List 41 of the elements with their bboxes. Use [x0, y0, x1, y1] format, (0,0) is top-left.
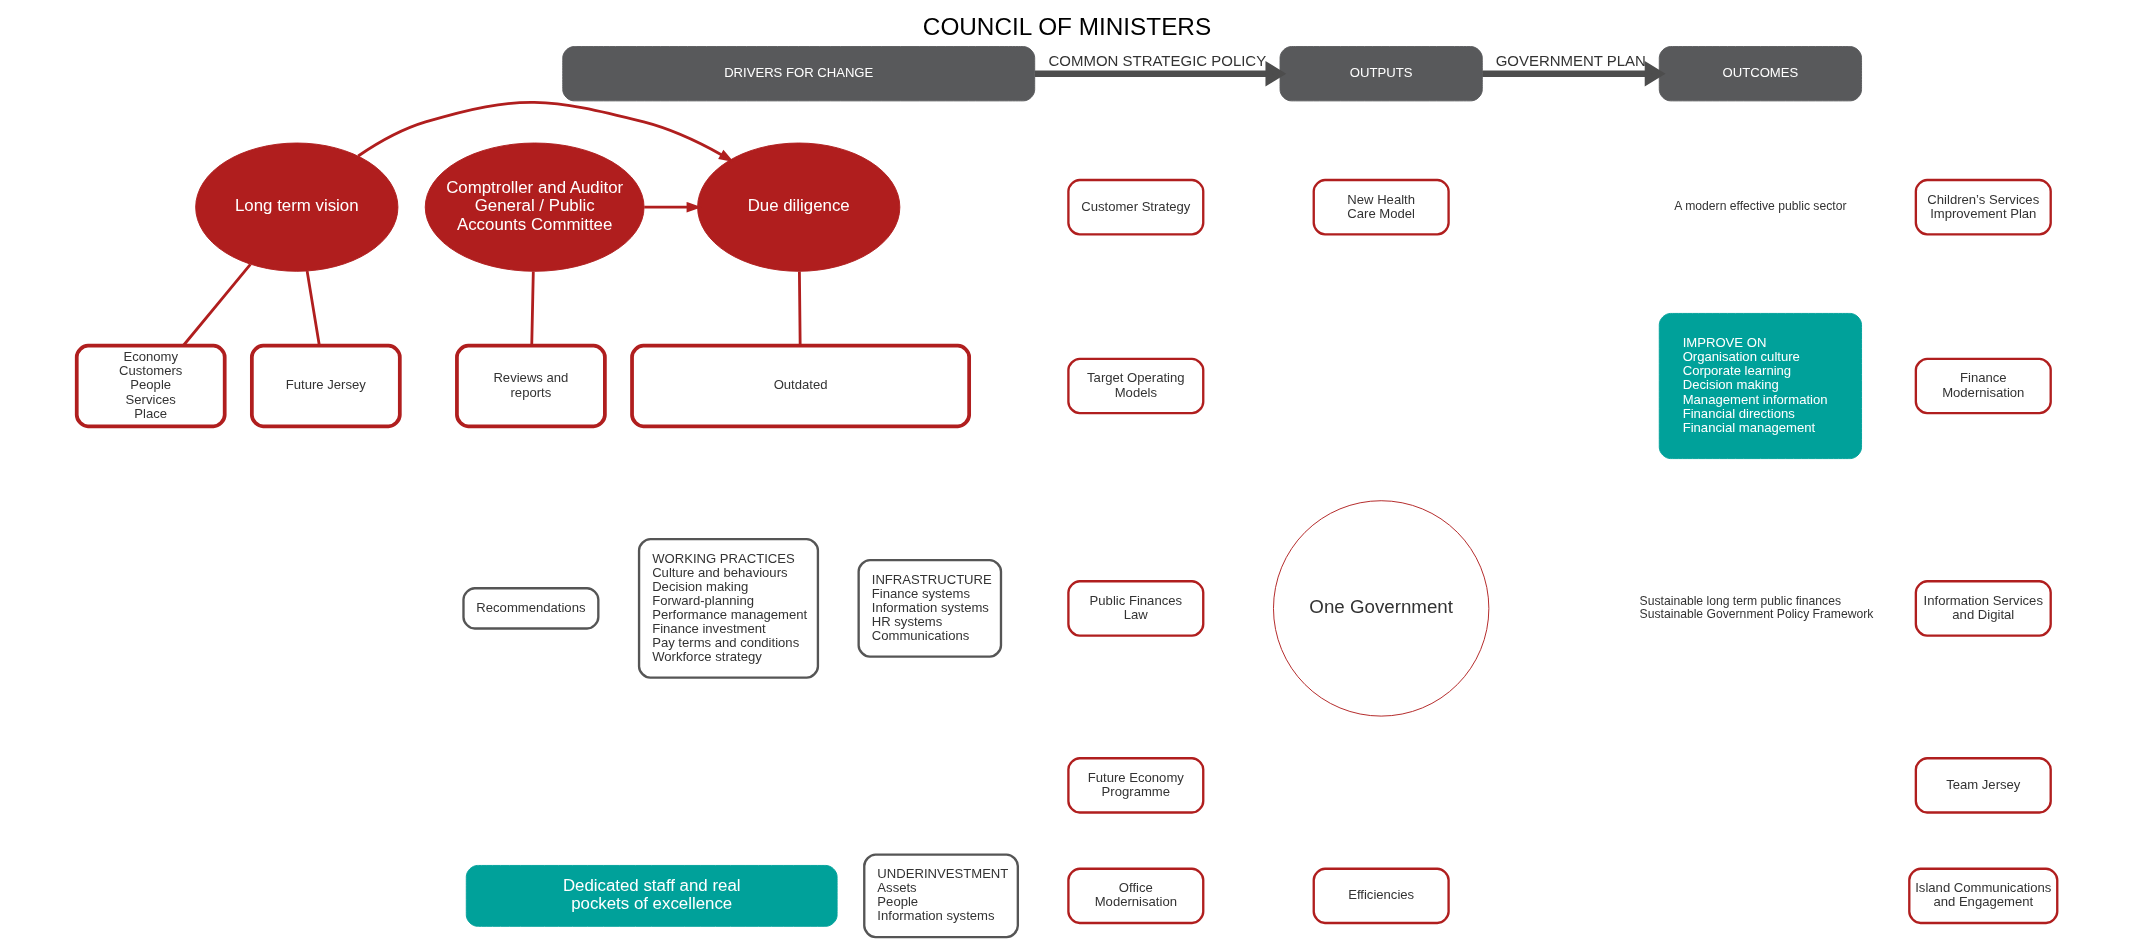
node-ellipse: Long term vision: [195, 142, 399, 272]
node-box: Finance Modernisation: [1914, 357, 2052, 415]
diagram-title: COUNCIL OF MINISTERS: [922, 13, 1212, 41]
node-box: Reviews and reports: [455, 343, 607, 429]
node-box: INFRASTRUCTURE Finance systems Information systems HR systems Communications: [857, 559, 1003, 658]
arrow: [1034, 61, 1287, 87]
node-box: DRIVERS FOR CHANGE: [562, 46, 1036, 102]
connector: [530, 271, 535, 346]
node-box: Office Modernisation: [1067, 867, 1205, 925]
node-box: OUTPUTS: [1279, 46, 1483, 102]
node-box: WORKING PRACTICES Culture and behaviours Decision making Forward-planning Performance management Finance investment Pay terms and conditions Workforce strategy: [637, 537, 820, 679]
node-box: Public Finances Law: [1067, 580, 1205, 637]
node-ellipse: Due diligence: [697, 142, 901, 272]
node-box: Future Economy Programme: [1067, 757, 1205, 814]
node-box: Team Jersey: [1914, 757, 2052, 814]
node-box: New Health Care Model: [1312, 178, 1450, 236]
node-box: UNDERINVESTMENT Assets People Information systems: [863, 853, 1019, 939]
node-ellipse: Comptroller and Auditor General / Public Accounts Committee: [424, 142, 645, 272]
node-box: Information Services and Digital: [1914, 580, 2052, 637]
arrow: [1482, 60, 1666, 87]
connector: [182, 263, 252, 347]
node-box: IMPROVE ON Organisation culture Corporate learning Decision making Management information Financial directions Financial management: [1658, 312, 1862, 460]
node-circle: One Government: [1273, 500, 1490, 717]
node-box: Economy Customers People Services Place: [74, 343, 227, 429]
node-box: Target Operating Models: [1067, 357, 1205, 415]
arrow: [357, 101, 734, 162]
node-box: Outdated: [630, 343, 972, 429]
label: Sustainable long term public finances Sustainable Government Policy Framework: [1639, 594, 1874, 622]
label: A modern effective public sector: [1674, 199, 1847, 214]
node-box: Dedicated staff and real pockets of excellence: [465, 865, 838, 927]
node-box: Children’s Services Improvement Plan: [1914, 178, 2052, 236]
node-box: Future Jersey: [249, 343, 402, 429]
edge-label: GOVERNMENT PLAN: [1495, 52, 1646, 70]
node-box: Efficiencies: [1312, 867, 1450, 925]
edge-label: COMMON STRATEGIC POLICY: [1048, 52, 1267, 70]
node-box: Island Communications and Engagement: [1908, 867, 2059, 925]
connector: [305, 270, 321, 346]
connector: [798, 271, 802, 346]
node-box: OUTCOMES: [1658, 46, 1862, 102]
node-box: Customer Strategy: [1067, 178, 1205, 236]
node-box: Recommendations: [462, 587, 600, 630]
